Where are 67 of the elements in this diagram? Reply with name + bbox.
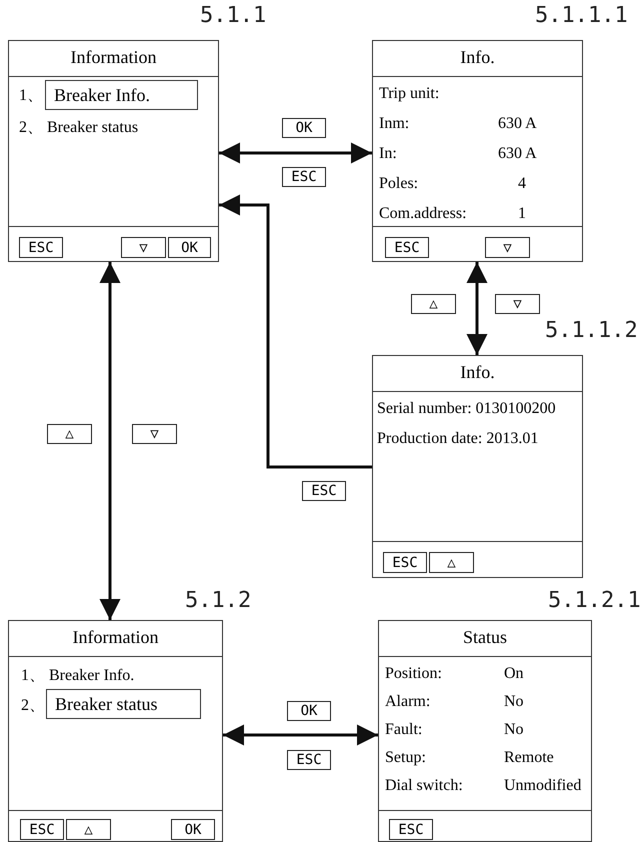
key-label: ESC	[282, 167, 326, 187]
screen-text: 4	[518, 175, 526, 193]
screen-title: Information	[72, 627, 160, 648]
screen-text: Dial switch:	[385, 777, 463, 795]
screen-text: 630 A	[498, 145, 537, 163]
arrow	[223, 724, 378, 746]
screen-panel	[8, 40, 219, 262]
key-label: △	[411, 294, 456, 314]
arrow	[219, 194, 372, 468]
key-label: ESC	[19, 237, 63, 258]
screen-panel	[372, 40, 583, 262]
screen-number: 5.1.2.1	[548, 588, 641, 613]
screen-text: Unmodified	[504, 777, 582, 795]
key-label: ESC	[389, 819, 433, 840]
screen-text: Serial number: 0130100200	[377, 400, 556, 418]
screen-text: Production date: 2013.01	[377, 430, 538, 448]
screen-text: Remote	[504, 749, 554, 767]
key-label: OK	[287, 701, 331, 721]
selected-menu-item: Breaker status	[46, 689, 201, 719]
key-label: △	[47, 424, 92, 444]
screen-text: Position:	[385, 665, 442, 683]
screen-text: Poles:	[379, 175, 418, 193]
screen-title: Information	[70, 47, 158, 68]
key-label: ESC	[20, 819, 64, 840]
arrow	[219, 142, 372, 164]
key-label: ▽	[121, 237, 166, 258]
arrow	[466, 262, 488, 355]
arrow	[100, 262, 120, 620]
screen-text: 1、	[19, 86, 43, 106]
screen-number: 5.1.2	[185, 588, 252, 613]
key-label: OK	[282, 118, 326, 138]
screen-number: 5.1.1	[200, 3, 266, 28]
selected-menu-item: Breaker Info.	[45, 80, 198, 110]
key-label: ESC	[287, 750, 331, 770]
screen-text: 1、 Breaker Info.	[21, 666, 134, 686]
key-label: ESC	[383, 552, 427, 573]
screen-text: Trip unit:	[379, 85, 440, 103]
key-label: ESC	[385, 237, 429, 258]
key-label: ▽	[495, 294, 540, 314]
key-label: △	[429, 552, 474, 573]
screen-text: 2、 Breaker status	[19, 118, 138, 138]
screen-text: 1	[518, 205, 526, 223]
screen-panel	[8, 620, 223, 842]
screen-title: Info.	[459, 47, 496, 68]
screen-text: Setup:	[385, 749, 426, 767]
screen-text: Com.address:	[379, 205, 467, 223]
screen-text: Inm:	[379, 115, 410, 133]
screen-number: 5.1.1.1	[535, 3, 628, 28]
key-label: OK	[171, 819, 215, 840]
screen-panel	[372, 355, 583, 578]
key-label: ESC	[302, 481, 346, 501]
screen-text: Alarm:	[385, 693, 430, 711]
screen-text: Fault:	[385, 721, 422, 739]
screen-number: 5.1.1.2	[545, 318, 638, 343]
screen-title: Status	[462, 627, 508, 648]
screen-text: No	[504, 721, 524, 739]
screen-panel	[378, 620, 592, 842]
screen-text: On	[504, 665, 524, 683]
screen-text: 2、	[21, 696, 45, 716]
key-label: ▽	[132, 424, 177, 444]
key-label: OK	[168, 237, 211, 258]
screen-text: No	[504, 693, 524, 711]
key-label: ▽	[485, 237, 530, 258]
key-label: △	[66, 819, 111, 840]
screen-text: 630 A	[498, 115, 537, 133]
screen-text: In:	[379, 145, 397, 163]
screen-title: Info.	[459, 362, 496, 383]
